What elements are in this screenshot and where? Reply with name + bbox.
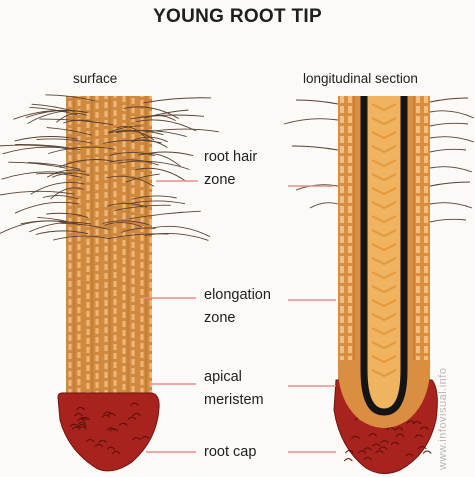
section-vascular-core — [364, 96, 404, 412]
label-apical-meristem: apical meristem — [204, 366, 264, 412]
label-root-hair-line1: root hair — [204, 146, 257, 169]
label-root-hair-zone: root hair zone — [204, 146, 257, 192]
label-meristem-line1: apical — [204, 366, 264, 389]
label-root-cap-line1: root cap — [204, 441, 256, 464]
surface-root-cap — [58, 393, 159, 471]
label-elongation-zone: elongation zone — [204, 284, 271, 330]
label-meristem-line2: meristem — [204, 389, 264, 412]
watermark: www.infovisual.info — [437, 330, 475, 470]
label-root-cap: root cap — [204, 441, 256, 464]
surface-root — [0, 95, 219, 471]
label-elongation-line1: elongation — [204, 284, 271, 307]
label-elongation-line2: zone — [204, 307, 271, 330]
label-root-hair-line2: zone — [204, 169, 257, 192]
